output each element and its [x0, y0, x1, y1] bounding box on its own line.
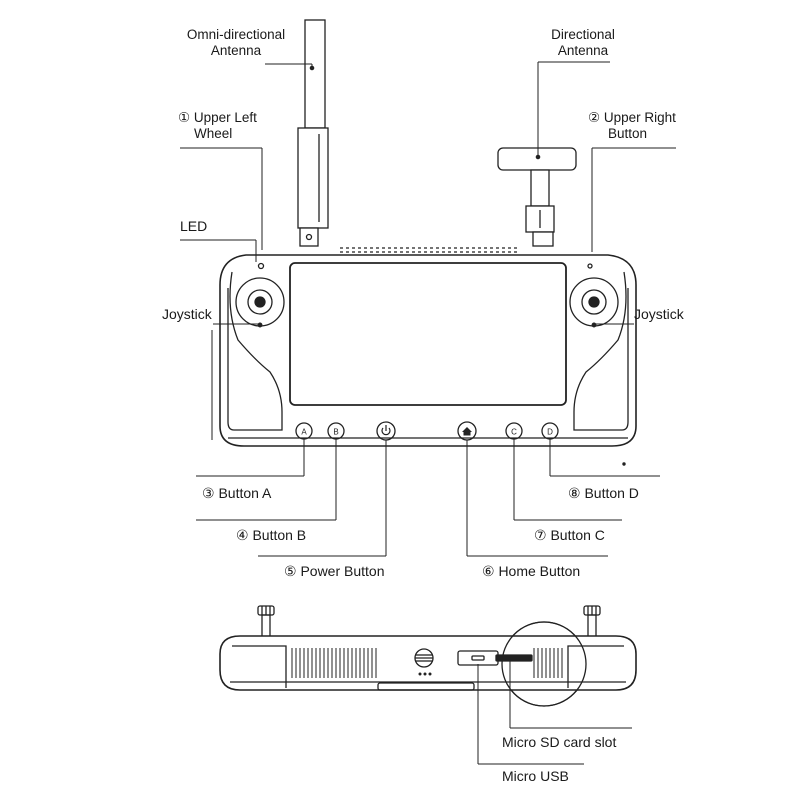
joystick-right[interactable]	[569, 277, 619, 328]
micro-sd-slot[interactable]	[495, 654, 533, 662]
label-button-b: ④ Button B	[236, 527, 307, 543]
label-upper-left-wheel: ① Upper Left Wheel	[178, 110, 257, 142]
bottom-vent-right	[533, 648, 563, 678]
bottom-status-dots	[418, 672, 432, 676]
button-d-glyph: D	[547, 428, 553, 437]
label-directional-antenna-line2: Antenna	[557, 43, 609, 58]
label-button-a: ③ Button A	[202, 485, 272, 501]
leader-lines-bottom	[477, 661, 632, 765]
label-button-d: ⑧ Button D	[568, 485, 639, 501]
label-directional-antenna-line1: Directional	[551, 27, 615, 42]
touch-screen[interactable]	[289, 262, 567, 406]
label-home-button: ⑥ Home Button	[482, 563, 581, 579]
label-upper-left-wheel-line2: Wheel	[194, 126, 233, 141]
bottom-antenna-stub-right	[583, 605, 601, 638]
omni-antenna	[297, 19, 329, 247]
label-button-c: ⑦ Button C	[534, 527, 605, 543]
upper-right-dot	[587, 263, 593, 269]
button-c-glyph: C	[511, 428, 517, 437]
button-b-glyph: B	[333, 428, 338, 437]
label-upper-right-button-line2: Button	[608, 126, 648, 141]
bottom-vent-left	[291, 648, 377, 678]
bottom-round-port	[414, 648, 434, 668]
label-directional-antenna: Directional Antenna	[530, 27, 636, 59]
label-omni-antenna-line1: Omni-directional	[186, 27, 286, 42]
front-view: A B C D	[219, 19, 637, 447]
label-micro-usb: Micro USB	[502, 768, 569, 784]
label-upper-right-button-line1: ② Upper Right	[588, 110, 676, 125]
led-indicator	[257, 262, 265, 270]
button-a-glyph: A	[301, 428, 307, 437]
label-power-button: ⑤ Power Button	[284, 563, 385, 579]
label-micro-sd-slot: Micro SD card slot	[502, 734, 617, 750]
bottom-view	[219, 605, 637, 707]
power-icon	[381, 425, 391, 436]
directional-antenna	[497, 147, 577, 247]
label-joystick-right: Joystick	[634, 306, 684, 322]
home-icon	[462, 427, 472, 436]
joystick-left[interactable]	[235, 277, 285, 328]
label-led: LED	[180, 218, 208, 234]
micro-usb-port[interactable]	[457, 650, 499, 666]
bottom-antenna-stub-left	[257, 605, 275, 638]
label-omni-antenna: Omni-directional Antenna	[168, 27, 304, 59]
label-omni-antenna-line2: Antenna	[210, 43, 262, 58]
bottom-slot	[377, 682, 475, 691]
label-upper-right-button: ② Upper Right Button	[588, 110, 676, 142]
label-joystick-left: Joystick	[162, 306, 212, 322]
label-upper-left-wheel-line1: ① Upper Left	[178, 110, 257, 125]
leader-lines-front	[180, 61, 676, 557]
